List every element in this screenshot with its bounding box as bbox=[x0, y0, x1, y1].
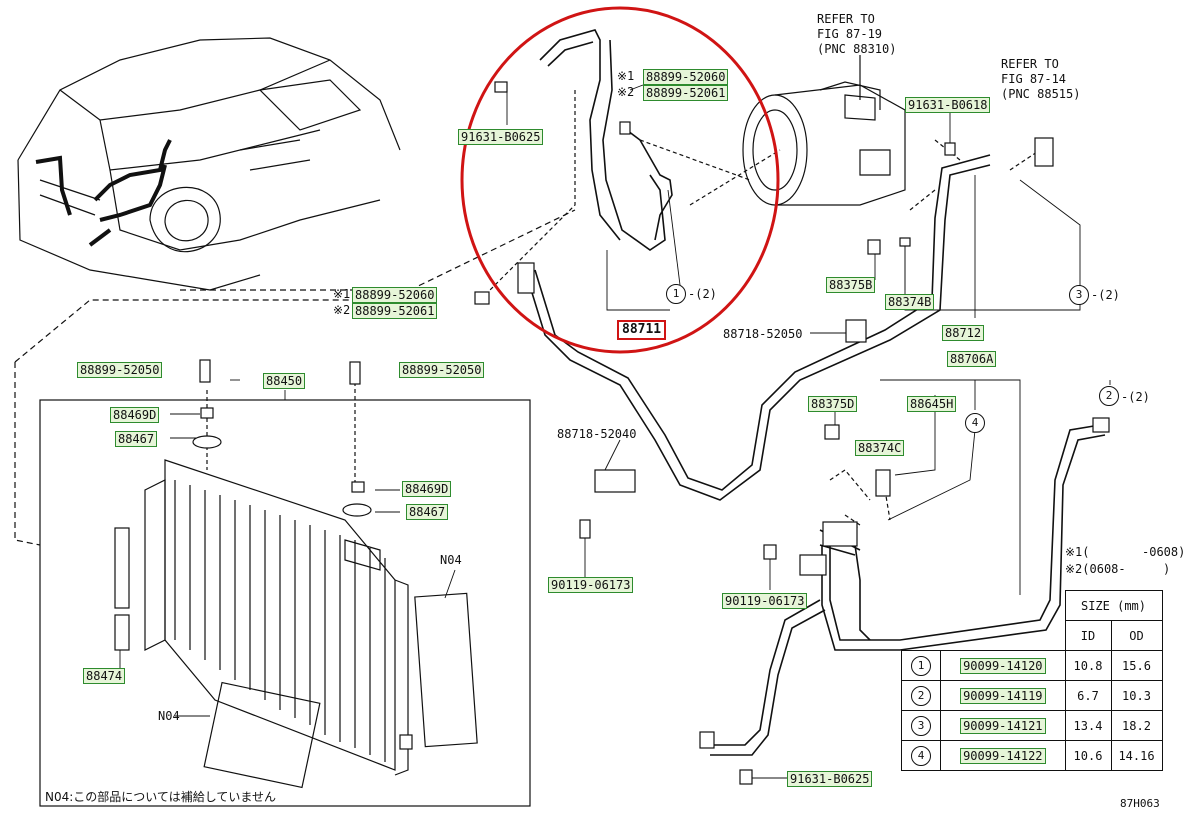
hose-size-marker-2: 2 bbox=[1099, 386, 1119, 406]
part-90119-06173-left[interactable]: 90119-06173 bbox=[548, 577, 634, 593]
part-91631-B0625-lower[interactable]: 91631-B0625 bbox=[787, 771, 873, 787]
size-table-col-od: OD bbox=[1110, 620, 1163, 651]
part-88899-52060-upper[interactable]: 88899-52060 bbox=[643, 69, 729, 85]
part-88718-52050[interactable]: 88718-52050 bbox=[723, 327, 803, 341]
hose-size-marker-4: 4 bbox=[965, 413, 985, 433]
condenser bbox=[114, 459, 478, 789]
refer-fig-87-19-line3: (PNC 88310) bbox=[817, 42, 897, 56]
size-row-1-id: 10.8 bbox=[1064, 650, 1112, 681]
part-91631-B0618[interactable]: 91631-B0618 bbox=[905, 97, 991, 113]
refer-fig-87-19-line1: REFER TO bbox=[817, 12, 875, 26]
note-mark-1: ※1 bbox=[617, 69, 635, 83]
size-table-title: SIZE (mm) bbox=[1064, 590, 1163, 621]
size-row-3-id: 13.4 bbox=[1064, 710, 1112, 741]
size-row-1-num: 1 bbox=[911, 655, 932, 676]
part-88450[interactable]: 88450 bbox=[263, 373, 306, 389]
refer-fig-87-14-line1: REFER TO bbox=[1001, 57, 1059, 71]
n04-label-lower: N04 bbox=[158, 709, 180, 723]
part-90119-06173-right[interactable]: 90119-06173 bbox=[722, 593, 808, 609]
part-88899-52060-mid[interactable]: 88899-52060 bbox=[352, 287, 438, 303]
vehicle-sketch bbox=[17, 37, 401, 291]
part-91631-B0625-upper[interactable]: 91631-B0625 bbox=[458, 129, 544, 145]
part-88899-52061-mid[interactable]: 88899-52061 bbox=[352, 303, 438, 319]
n04-label-upper: N04 bbox=[440, 553, 462, 567]
part-88718-52040[interactable]: 88718-52040 bbox=[557, 427, 637, 441]
condenser-frame bbox=[39, 399, 531, 807]
table-row: 3 90099-14121 13.4 18.2 bbox=[900, 710, 1163, 741]
note-2-range: ) bbox=[1163, 562, 1171, 576]
highlight-ellipse bbox=[460, 6, 780, 354]
part-88467-right[interactable]: 88467 bbox=[406, 504, 449, 520]
table-row: 1 90099-14120 10.8 15.6 bbox=[900, 650, 1163, 681]
part-88374B[interactable]: 88374B bbox=[885, 294, 935, 310]
leader-dashed bbox=[180, 209, 576, 291]
hose-size-marker-3-ref: -(2) bbox=[1091, 288, 1120, 302]
part-88374C[interactable]: 88374C bbox=[855, 440, 905, 456]
part-88469D-right[interactable]: 88469D bbox=[402, 481, 452, 497]
figure-code: 87H063 bbox=[1120, 797, 1160, 810]
size-row-2-num: 2 bbox=[911, 685, 932, 706]
note-2: ※2(0608- bbox=[1065, 562, 1126, 576]
table-row: 4 90099-14122 10.6 14.16 bbox=[900, 740, 1163, 771]
hose-size-table: SIZE (mm) ID OD 1 90099-14120 10.8 15.6 … bbox=[900, 590, 1163, 771]
hose-size-marker-1-ref: -(2) bbox=[688, 287, 717, 301]
hose-88712 bbox=[524, 154, 991, 501]
size-row-4-num: 4 bbox=[911, 745, 932, 766]
part-88712[interactable]: 88712 bbox=[942, 325, 985, 341]
part-88375D[interactable]: 88375D bbox=[808, 396, 858, 412]
size-row-3-part[interactable]: 90099-14121 bbox=[960, 717, 1046, 734]
size-row-1-od: 15.6 bbox=[1110, 650, 1163, 681]
size-row-2-part[interactable]: 90099-14119 bbox=[960, 687, 1046, 704]
table-row: 2 90099-14119 6.7 10.3 bbox=[900, 680, 1163, 711]
part-88469D-left[interactable]: 88469D bbox=[110, 407, 160, 423]
size-row-4-id: 10.6 bbox=[1064, 740, 1112, 771]
note-mark-2: ※2 bbox=[617, 85, 635, 99]
note-1-range: -0608) bbox=[1142, 545, 1186, 559]
size-row-3-num: 3 bbox=[911, 715, 932, 736]
size-table-col-id: ID bbox=[1064, 620, 1112, 651]
refer-fig-87-14-line3: (PNC 88515) bbox=[1001, 87, 1081, 101]
n04-footnote: N04:この部品については補給していません bbox=[45, 790, 276, 804]
vehicle-pipe-highlight bbox=[35, 139, 172, 247]
part-88645H[interactable]: 88645H bbox=[907, 396, 957, 412]
leader-lines bbox=[206, 90, 1041, 536]
part-88899-52050-right[interactable]: 88899-52050 bbox=[399, 362, 485, 378]
size-table-subheader: ID OD bbox=[902, 620, 1163, 651]
part-88706A[interactable]: 88706A bbox=[947, 351, 997, 367]
part-88474[interactable]: 88474 bbox=[83, 668, 126, 684]
size-row-4-part[interactable]: 90099-14122 bbox=[960, 747, 1046, 764]
size-table-header: SIZE (mm) bbox=[902, 590, 1163, 621]
hose-size-marker-1: 1 bbox=[666, 284, 686, 304]
refer-fig-87-19-line2: FIG 87-19 bbox=[817, 27, 883, 41]
size-row-3-od: 18.2 bbox=[1110, 710, 1163, 741]
part-88375B[interactable]: 88375B bbox=[826, 277, 876, 293]
fittings bbox=[192, 81, 1110, 785]
pipe-88706A bbox=[710, 424, 1106, 756]
hose-size-marker-3: 3 bbox=[1069, 285, 1089, 305]
note-mark-2-mid: ※2 bbox=[333, 303, 351, 317]
size-row-4-od: 14.16 bbox=[1110, 740, 1163, 771]
size-row-2-id: 6.7 bbox=[1064, 680, 1112, 711]
size-row-2-od: 10.3 bbox=[1110, 680, 1163, 711]
part-88899-52050-left[interactable]: 88899-52050 bbox=[77, 362, 163, 378]
size-row-1-part[interactable]: 90099-14120 bbox=[960, 657, 1046, 674]
note-mark-1-mid: ※1 bbox=[333, 287, 351, 301]
hose-size-marker-2-ref: -(2) bbox=[1121, 390, 1150, 404]
pipe-88711 bbox=[539, 29, 673, 251]
compressor bbox=[742, 55, 906, 206]
callout-lines bbox=[119, 84, 1111, 779]
part-88899-52061-upper[interactable]: 88899-52061 bbox=[643, 85, 729, 101]
part-88711-highlighted[interactable]: 88711 bbox=[617, 320, 667, 340]
part-88467-left[interactable]: 88467 bbox=[115, 431, 158, 447]
note-1: ※1( bbox=[1065, 545, 1090, 559]
refer-fig-87-14-line2: FIG 87-14 bbox=[1001, 72, 1067, 86]
